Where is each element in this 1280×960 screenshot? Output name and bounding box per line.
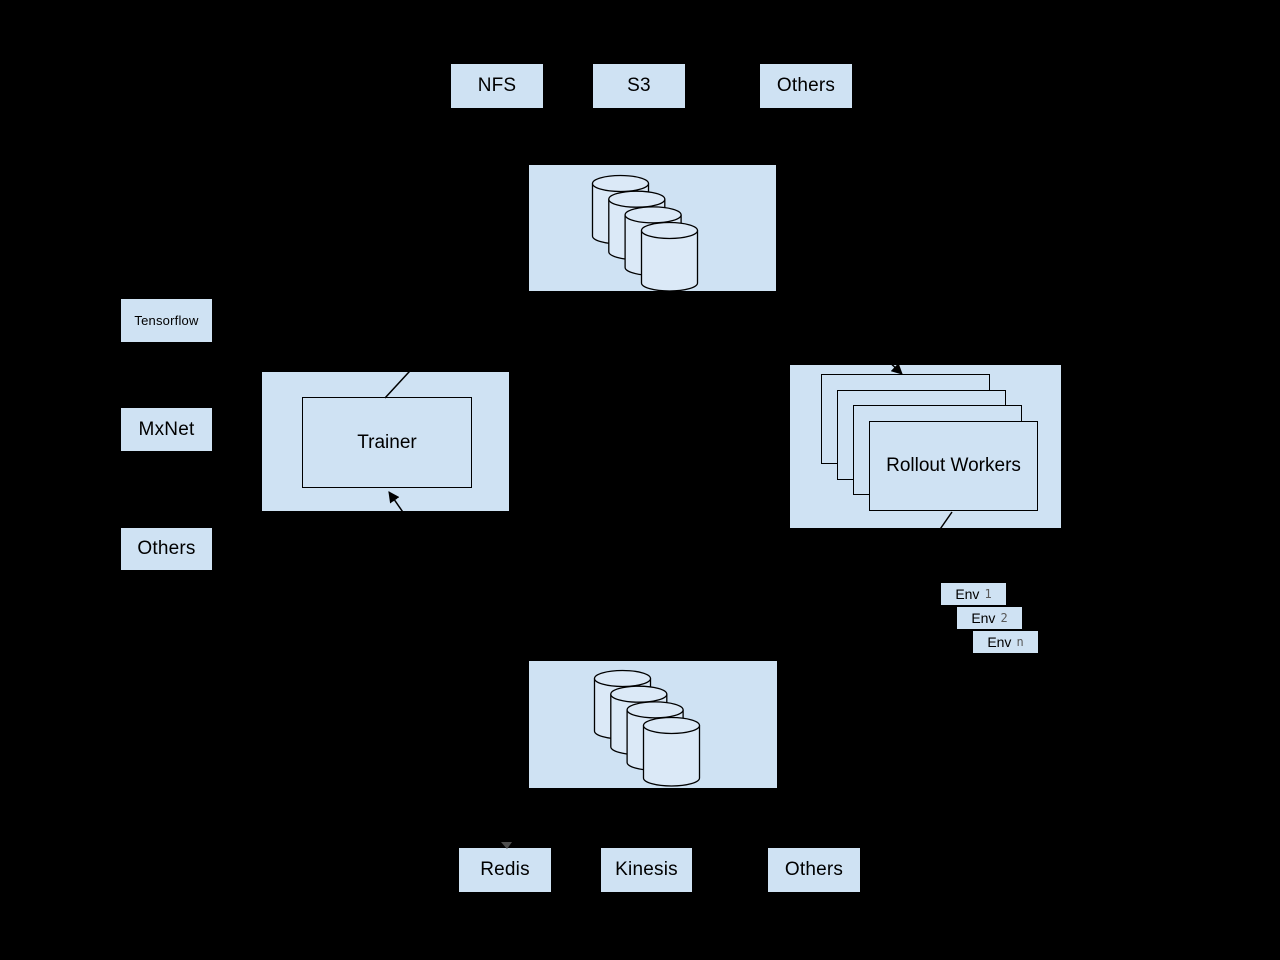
node-others-bottom: Others — [768, 848, 860, 892]
node-rollout-workers: Rollout Workers — [869, 421, 1038, 511]
data-store-bottom — [529, 661, 777, 788]
node-trainer: Trainer — [302, 397, 472, 488]
node-rollout-workers-label: Rollout Workers — [886, 455, 1021, 476]
env-2-label: Env — [971, 610, 996, 626]
env-1-label: Env — [955, 586, 980, 602]
node-nfs-label: NFS — [477, 75, 517, 96]
node-nfs: NFS — [451, 64, 543, 108]
node-tensorflow: Tensorflow — [121, 299, 212, 342]
env-1-index: 1 — [984, 587, 992, 601]
node-tensorflow-label: Tensorflow — [134, 313, 199, 328]
node-trainer-label: Trainer — [357, 431, 417, 453]
node-redis-label: Redis — [480, 859, 530, 880]
node-others-left: Others — [121, 528, 212, 570]
node-kinesis-label: Kinesis — [615, 859, 678, 880]
data-store-top — [529, 165, 776, 291]
env-n-label: Env — [987, 634, 1012, 650]
database-cylinders-icon — [591, 174, 699, 291]
node-mxnet-label: MxNet — [138, 418, 195, 440]
node-kinesis: Kinesis — [601, 848, 692, 892]
node-others-top: Others — [760, 64, 852, 108]
database-cylinders-icon — [593, 669, 701, 787]
node-env-1: Env 1 — [941, 583, 1006, 605]
node-others-left-label: Others — [137, 538, 196, 559]
node-env-2: Env 2 — [957, 607, 1022, 629]
env-2-index: 2 — [1000, 611, 1008, 625]
node-others-top-label: Others — [776, 75, 836, 96]
node-s3: S3 — [593, 64, 685, 108]
node-mxnet: MxNet — [121, 408, 212, 451]
env-n-index: n — [1016, 635, 1024, 649]
node-s3-label: S3 — [627, 75, 651, 96]
node-others-bottom-label: Others — [784, 859, 844, 880]
node-env-n: Env n — [973, 631, 1038, 653]
node-redis: Redis — [459, 848, 551, 892]
